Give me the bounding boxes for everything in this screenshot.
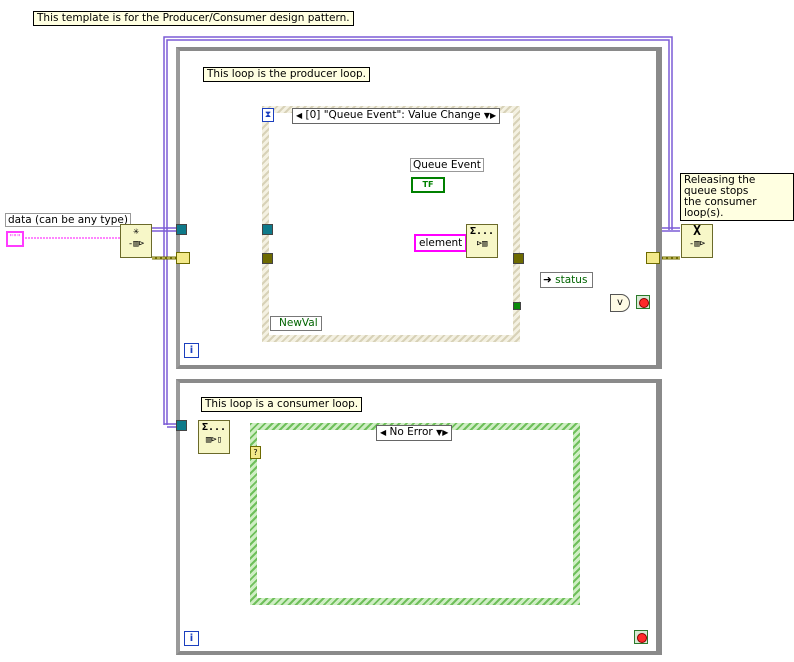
producer-loop-comment: This loop is the producer loop. <box>203 67 371 82</box>
newval-terminal[interactable]: NewVal <box>270 316 322 331</box>
error-tunnel-event-left[interactable] <box>262 253 273 264</box>
queue-tunnel-consumer[interactable] <box>176 420 187 431</box>
release-queue-note: Releasing the queue stops the consumer l… <box>680 173 794 221</box>
obtain-queue-node[interactable]: ✳ -▥⊳ <box>120 224 152 258</box>
error-shift-register-left[interactable] <box>176 252 190 264</box>
enqueue-icon: ⊳▥ <box>476 239 488 249</box>
or-gate[interactable]: v <box>610 294 630 312</box>
event-case-label: [0] "Queue Event": Value Change <box>305 109 481 121</box>
case-label: No Error <box>389 426 433 438</box>
producer-stop-terminal[interactable] <box>636 295 650 309</box>
element-control[interactable]: element <box>414 234 468 252</box>
data-control-terminal[interactable]: """ <box>6 231 24 247</box>
enqueue-element-node[interactable]: Σ... ⊳▥ <box>466 224 498 258</box>
consumer-iteration-terminal: i <box>184 631 199 646</box>
queue-tunnel-event-left[interactable] <box>262 224 273 235</box>
release-queue-node[interactable]: X -▥⊳ <box>681 224 713 258</box>
queue-event-terminal[interactable]: TF <box>411 177 445 193</box>
consumer-stop-terminal[interactable] <box>634 630 648 644</box>
release-queue-icon: -▥⊳ <box>688 239 706 249</box>
data-control-label: data (can be any type) <box>5 213 131 227</box>
unbundle-arrow-icon: ➜ <box>543 274 552 286</box>
status-unbundle[interactable]: ➜ status <box>540 272 593 288</box>
prev-case-icon-consumer[interactable]: ◀ <box>380 428 387 437</box>
error-tunnel-event-right[interactable] <box>513 253 524 264</box>
status-label: status <box>555 274 588 286</box>
bool-tunnel-event-right[interactable] <box>513 302 521 310</box>
queue-event-label: Queue Event <box>410 158 484 172</box>
case-structure[interactable] <box>250 423 580 605</box>
newval-label: NewVal <box>279 317 318 329</box>
event-timeout-icon[interactable]: ⧗ <box>262 108 274 122</box>
dequeue-icon: ▥⊳▯ <box>205 435 223 445</box>
case-selector[interactable]: ◀ No Error ▼▶ <box>376 425 453 441</box>
release-x-icon: X <box>693 224 701 239</box>
prev-case-icon[interactable]: ◀ <box>296 111 303 120</box>
case-selector-terminal[interactable]: ? <box>250 446 261 459</box>
consumer-loop-comment: This loop is a consumer loop. <box>201 397 363 412</box>
event-case-selector[interactable]: ◀ [0] "Queue Event": Value Change ▼▶ <box>292 108 501 124</box>
case-dropdown-icon[interactable]: ▼▶ <box>483 111 497 120</box>
dequeue-element-node[interactable]: Σ... ▥⊳▯ <box>198 420 230 454</box>
obtain-queue-icon: -▥⊳ <box>127 239 145 249</box>
queue-tunnel-left[interactable] <box>176 224 187 235</box>
obtain-star-icon: ✳ <box>132 226 140 237</box>
producer-iteration-terminal: i <box>184 343 199 358</box>
template-description-note: This template is for the Producer/Consum… <box>33 11 354 26</box>
enqueue-glyph: Σ... <box>469 226 495 237</box>
case-dropdown-icon-consumer[interactable]: ▼▶ <box>436 428 449 437</box>
error-shift-register-right[interactable] <box>646 252 660 264</box>
dequeue-glyph: Σ... <box>201 422 227 433</box>
